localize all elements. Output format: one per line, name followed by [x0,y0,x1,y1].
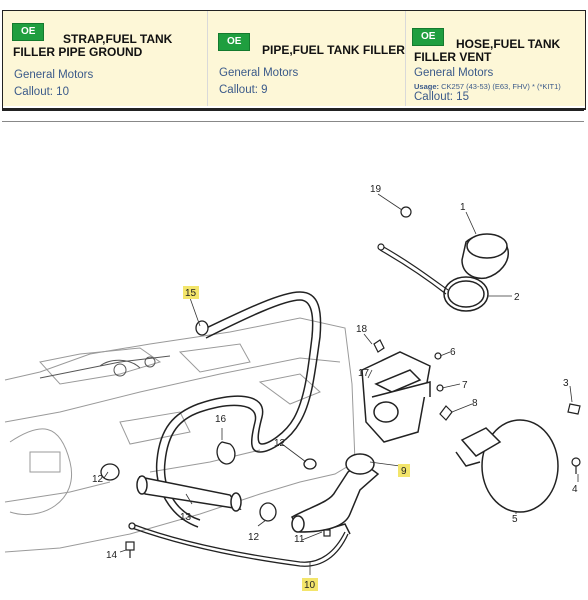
part-card-strap[interactable]: OE STRAP,FUEL TANK FILLER PIPE GROUND Ge… [3,11,208,106]
part-title[interactable]: PIPE,FUEL TANK FILLER [262,43,405,57]
leader-lines [103,193,579,575]
callout-2[interactable]: 2 [514,292,520,303]
part-maker: General Motors [14,69,94,81]
fuel-tank-outline [4,317,356,553]
parts-diagram: 1 2 3 4 5 6 7 8 9 10 11 12 12 12 13 14 1… [4,184,581,591]
ground-strap [128,522,349,567]
filler-hose [136,475,242,512]
callout-5[interactable]: 5 [512,514,518,525]
top-strip [0,0,588,10]
callout-15-highlight [183,286,199,299]
fuel-pump-module [39,355,171,379]
callout-labels: 1 2 3 4 5 6 7 8 9 10 11 12 12 12 13 14 1… [92,184,578,591]
oe-badge: OE [12,23,45,41]
cap-tether [377,206,449,295]
callout-4[interactable]: 4 [572,484,578,495]
vent-hose [155,291,322,528]
callout-10-highlight [302,578,318,591]
callout-19[interactable]: 19 [370,184,382,195]
callout-9-highlight [398,464,410,477]
part-callout: Callout: 9 [219,84,268,96]
callout-8[interactable]: 8 [472,398,478,409]
callout-17[interactable]: 17 [358,368,370,379]
part-maker: General Motors [414,67,494,79]
callout-15[interactable]: 15 [185,288,197,299]
callout-13[interactable]: 13 [180,512,192,523]
callout-9[interactable]: 9 [401,466,407,477]
clip [216,441,236,465]
callout-16[interactable]: 16 [215,414,227,425]
callout-10[interactable]: 10 [304,580,316,591]
callout-14[interactable]: 14 [106,550,118,561]
part-title[interactable]: STRAP,FUEL TANK FILLER PIPE GROUND [13,32,173,59]
hose-clamps [100,320,317,522]
oe-badge: OE [412,28,445,46]
part-callout: Callout: 15 [414,91,469,103]
callout-12-b[interactable]: 12 [92,474,104,485]
callout-11[interactable]: 11 [294,534,305,545]
part-card-hose[interactable]: OE HOSE,FUEL TANK FILLER VENT General Mo… [406,11,585,106]
callout-6[interactable]: 6 [450,347,456,358]
part-maker: General Motors [219,67,299,79]
small-fasteners [373,339,581,474]
part-callout: Callout: 10 [14,86,69,98]
usage-value: CK257 (43-53) (E63, FHV) * (*KIT1) [441,82,561,91]
fuel-cap [443,233,509,312]
callout-1[interactable]: 1 [460,202,466,213]
bolts [125,529,331,558]
callout-7[interactable]: 7 [462,380,468,391]
callout-3[interactable]: 3 [563,378,569,389]
parts-card-row: OE STRAP,FUEL TANK FILLER PIPE GROUND Ge… [2,10,586,110]
usage-label: Usage: [414,82,440,91]
part-title[interactable]: HOSE,FUEL TANK FILLER VENT [414,37,561,64]
divider [2,110,584,122]
filler-housing [361,351,431,443]
part-card-pipe[interactable]: OE PIPE,FUEL TANK FILLER General Motors … [208,11,406,106]
callout-18[interactable]: 18 [356,324,368,335]
callout-12-c[interactable]: 12 [248,532,260,543]
filler-pipe [290,453,380,535]
callout-12-a[interactable]: 12 [274,438,286,449]
oe-badge: OE [218,33,251,51]
part-usage: Usage: CK257 (43-53) (E63, FHV) * (*KIT1… [414,82,561,91]
fuel-door [455,419,559,513]
